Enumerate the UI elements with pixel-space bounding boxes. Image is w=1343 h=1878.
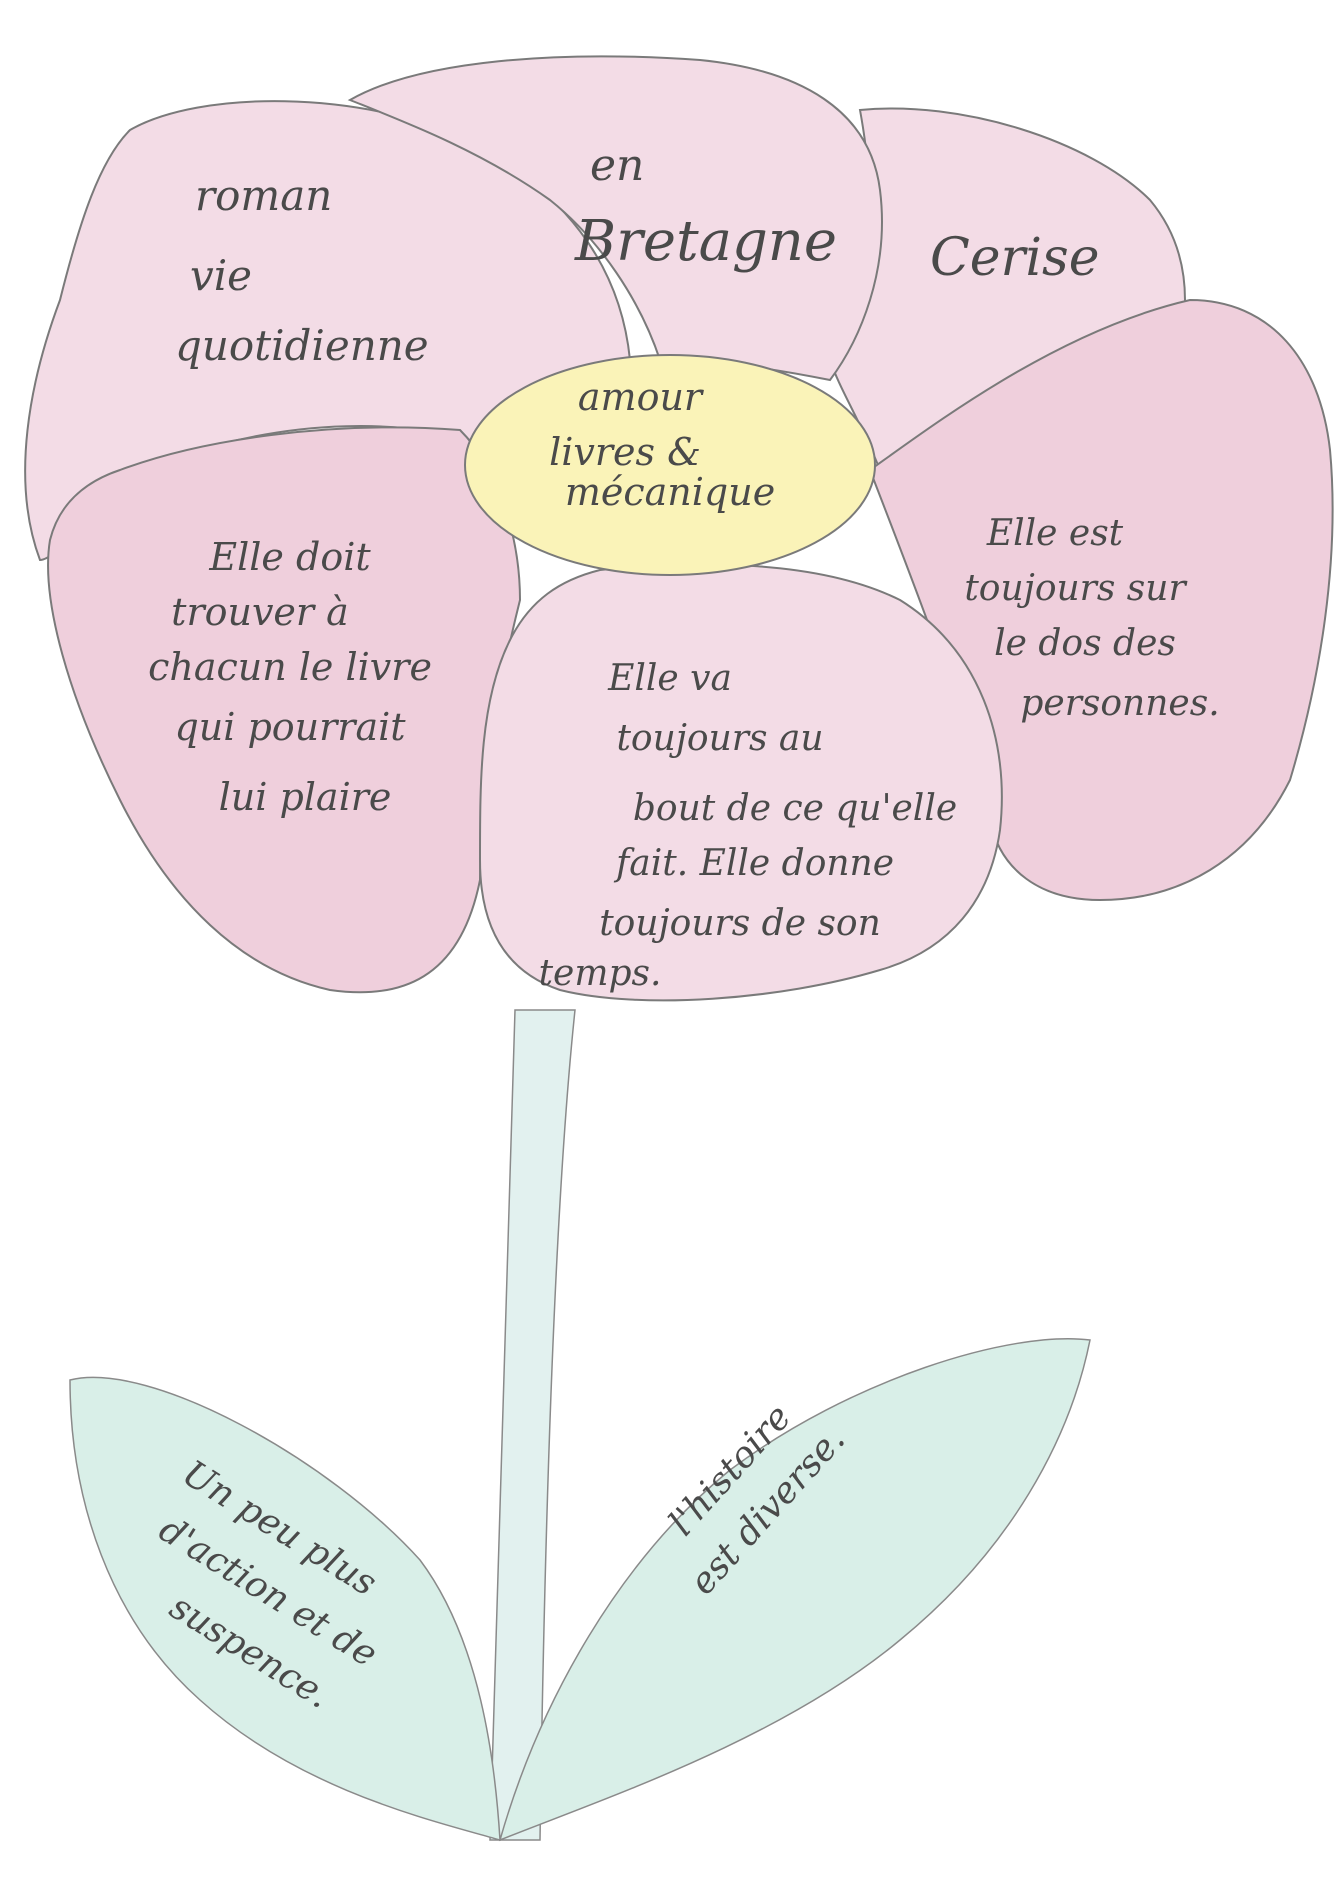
petal-bottom bbox=[478, 563, 1003, 1002]
text-petal-bottom-3: bout de ce qu'elle bbox=[633, 788, 957, 829]
text-petal-left-5: lui plaire bbox=[219, 775, 392, 819]
petal-left bbox=[47, 426, 522, 994]
text-petal-left-4: qui pourrait bbox=[174, 705, 406, 749]
text-petal-bottom-2: toujours au bbox=[616, 718, 823, 759]
text-center-1: amour bbox=[578, 375, 705, 419]
text-petal-top-right-1: Cerise bbox=[930, 228, 1100, 288]
petal-top-middle bbox=[347, 55, 883, 382]
text-petal-bottom-1: Elle va bbox=[607, 658, 732, 699]
text-petal-right-4: personnes. bbox=[1020, 683, 1219, 724]
flower-stem bbox=[489, 1009, 576, 1841]
text-petal-top-left-1: roman bbox=[195, 171, 332, 220]
text-petal-bottom-6: temps. bbox=[539, 953, 662, 994]
text-petal-bottom-5: toujours de son bbox=[599, 903, 881, 944]
text-petal-left-3: chacun le livre bbox=[148, 645, 432, 689]
text-petal-top-middle-2: Bretagne bbox=[574, 209, 837, 274]
text-petal-left-1: Elle doit bbox=[208, 535, 371, 579]
text-petal-top-middle-1: en bbox=[590, 140, 644, 191]
text-petal-top-left-2: vie bbox=[190, 251, 252, 300]
text-petal-right-3: le dos des bbox=[994, 623, 1176, 664]
leaf-right bbox=[498, 1338, 1091, 1842]
text-center-2: livres & bbox=[549, 430, 701, 474]
text-petal-top-left-3: quotidienne bbox=[175, 321, 429, 370]
text-petal-bottom-4: fait. Elle donne bbox=[613, 843, 894, 884]
flower-center bbox=[464, 354, 876, 576]
text-petal-left-2: trouver à bbox=[171, 590, 349, 634]
text-center-3: mécanique bbox=[565, 470, 775, 514]
text-petal-right-2: toujours sur bbox=[964, 568, 1187, 609]
text-petal-right-1: Elle est bbox=[986, 513, 1124, 554]
